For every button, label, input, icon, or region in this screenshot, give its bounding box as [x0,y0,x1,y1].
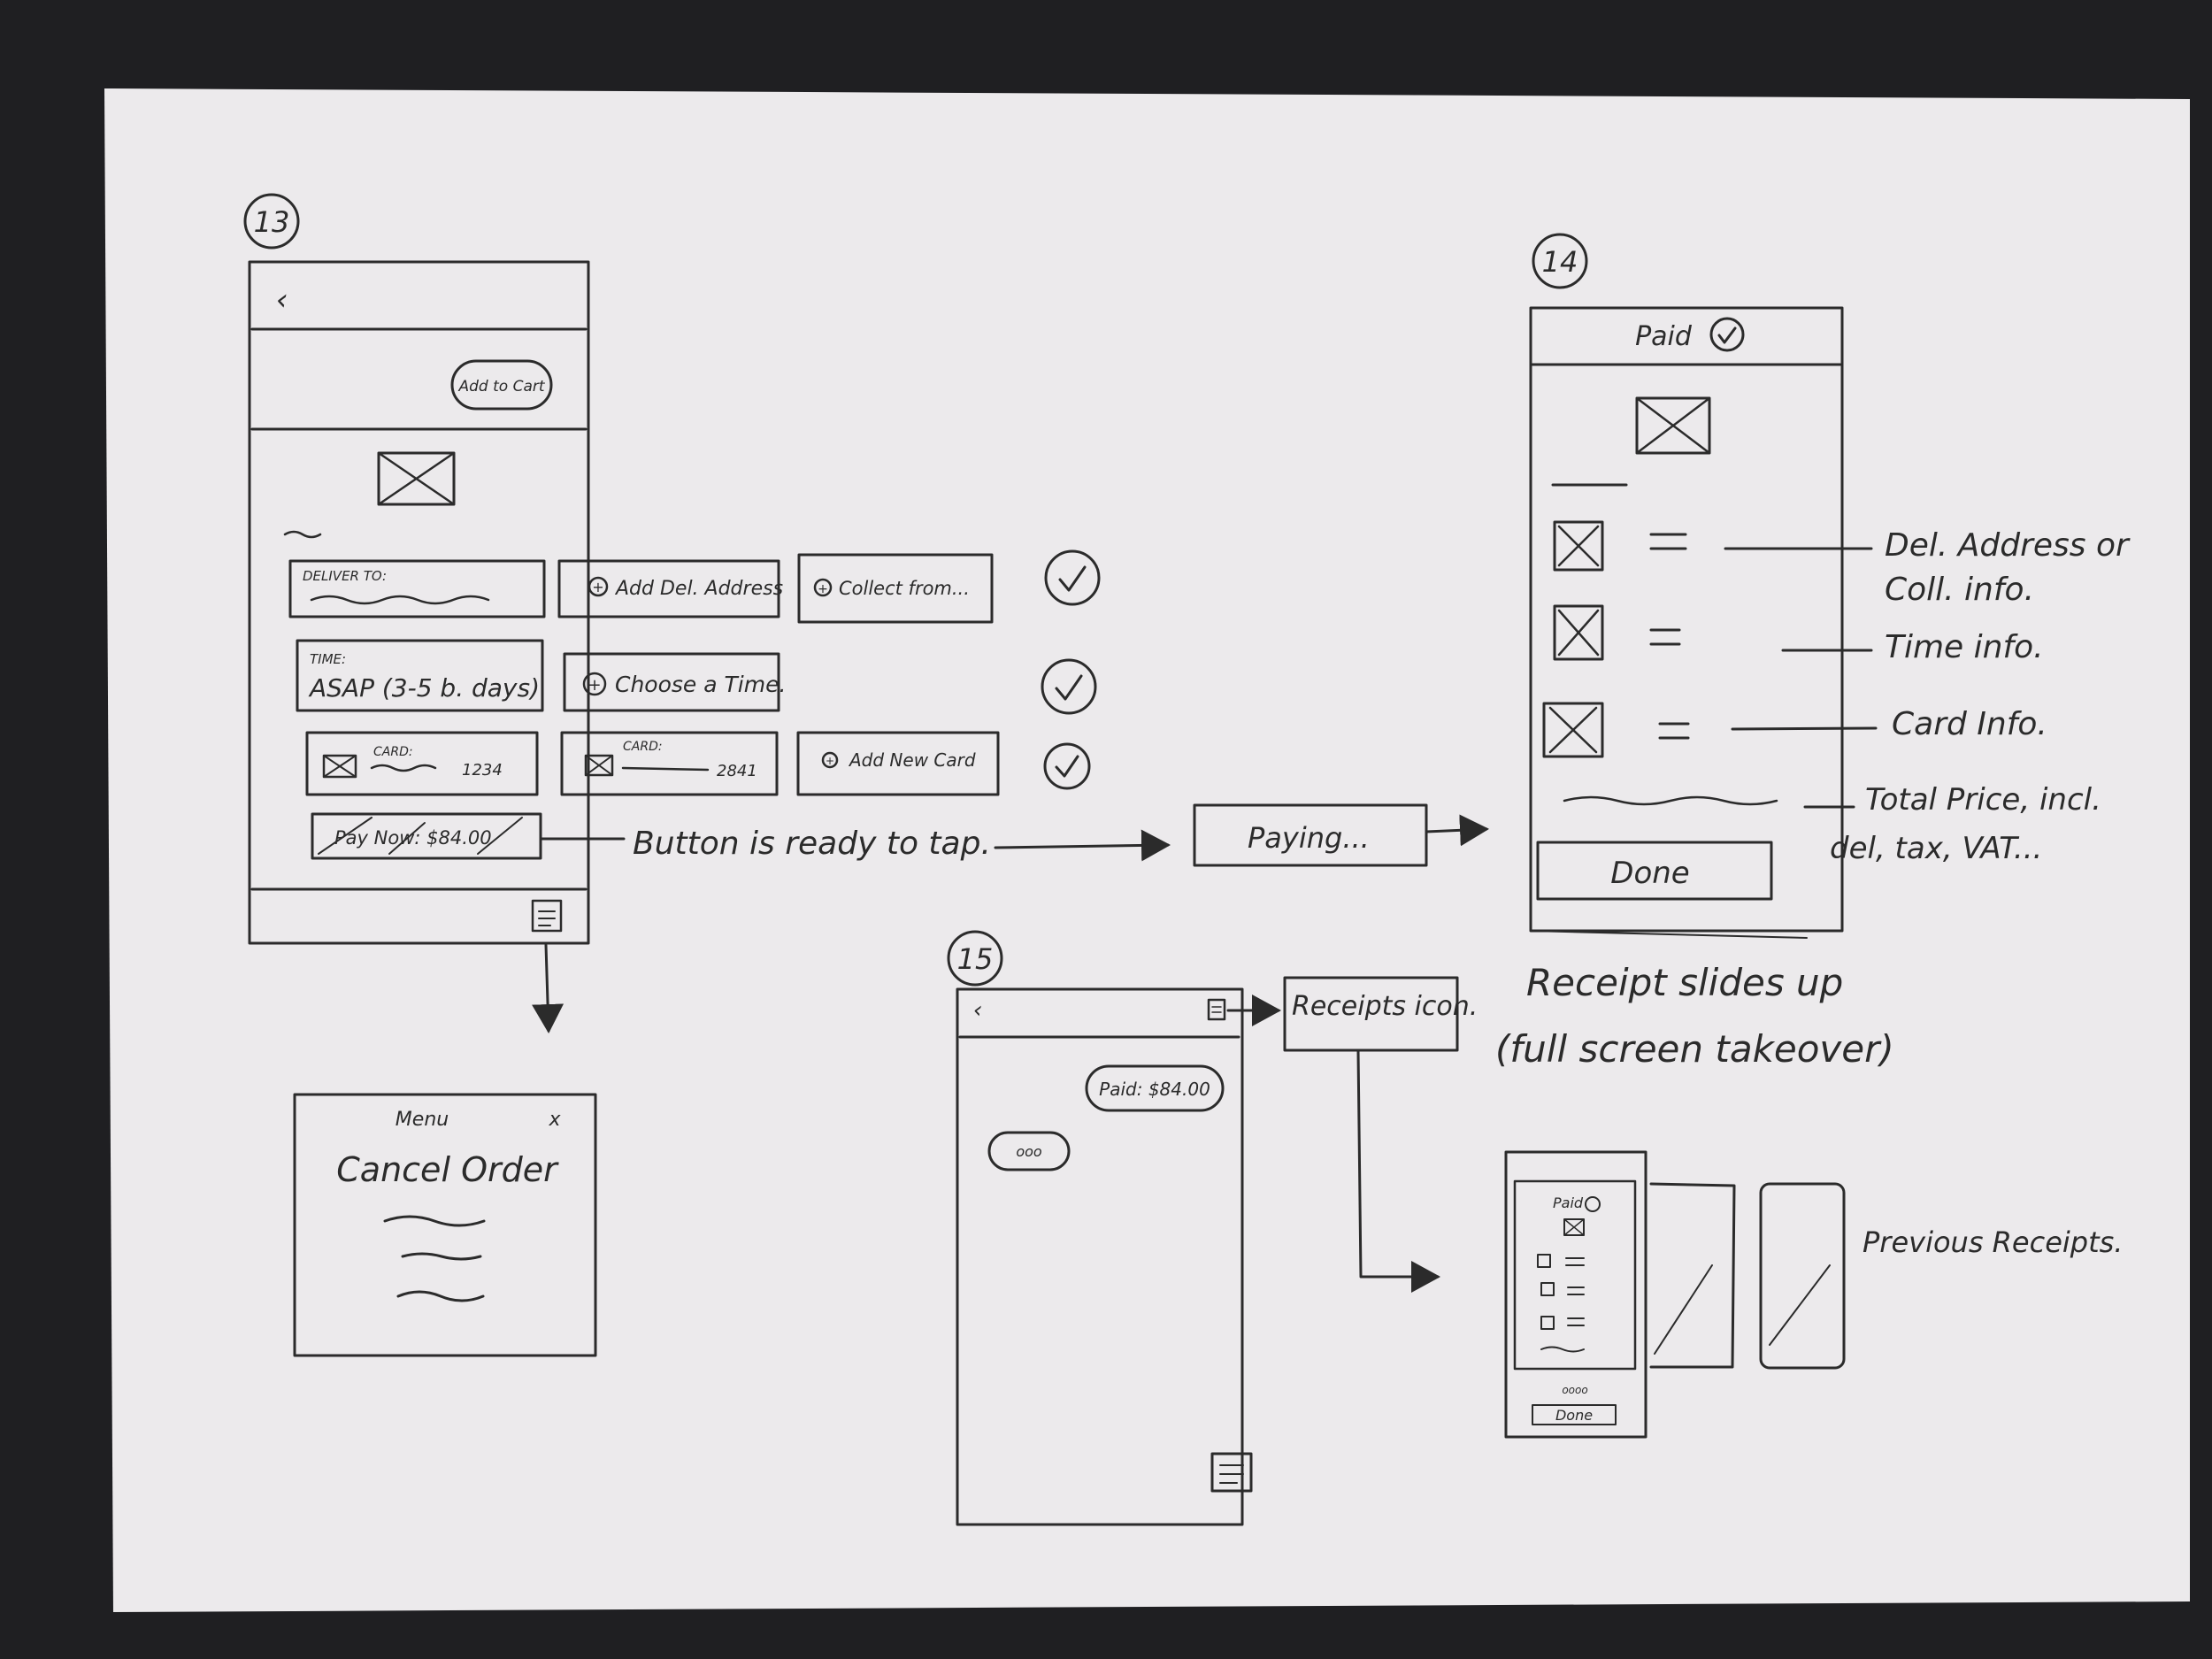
card-image-placeholder [322,754,357,779]
typing-bubble [987,1131,1071,1171]
receipt-slides-annotation-2: (full screen takeover) [1495,1027,1894,1071]
total-price-line [1563,795,1778,806]
done-label: Done [1610,856,1689,891]
screen-15-number: 15 [957,942,994,976]
screen-13-number: 13 [254,205,290,239]
pay-now-label: Pay Now: $84.00 [334,827,492,849]
receipts-icon[interactable] [1210,1452,1253,1493]
total-price-annotation-1: Total Price, incl. [1865,782,2101,818]
svg-text:+: + [592,579,603,595]
card-1-number: 1234 [462,761,503,780]
done-button[interactable]: Done [1536,841,1773,901]
add-new-card-label: Add New Card [848,749,976,771]
previous-receipt-card[interactable] [1759,1182,1846,1370]
mini-paid-label: Paid [1553,1194,1584,1211]
button-ready-annotation: Button is ready to tap. [633,826,991,862]
time-label: TIME: [310,651,346,667]
pay-now-button[interactable] [311,812,542,860]
previous-receipts-annotation: Previous Receipts. [1863,1225,2123,1259]
add-to-cart-label: Add to Cart [457,378,545,396]
card-info-row [1542,702,1690,758]
add-del-address-button[interactable] [557,559,780,618]
receipts-icon[interactable] [1207,998,1226,1021]
check-circle-icon [1709,317,1745,352]
time-info-row [1553,604,1681,661]
card-2841-option[interactable] [560,731,779,796]
card-2-number: 2841 [717,762,757,780]
screen-13: 13 ‹ Add to Cart DELIVER TO: + Add Del. … [243,193,1101,945]
coll-info-annotation: Coll. info. [1885,572,2034,608]
back-chevron-icon[interactable]: ‹ [276,282,288,318]
paid-bubble-label: Paid: $84.00 [1099,1079,1210,1100]
del-address-annotation: Del. Address or [1885,527,2131,564]
delivery-info-row [1553,520,1687,572]
plus-icon [582,672,607,696]
mini-pager-dots: oooo [1562,1384,1587,1396]
screen-15-frame [956,987,1244,1526]
menu-item-placeholder[interactable] [401,1252,482,1261]
svg-text:+: + [588,676,601,695]
choose-time-button[interactable] [563,652,780,712]
paid-chat-bubble [1085,1064,1225,1112]
card-2-label: CARD: [623,740,663,754]
time-value: ASAP (3-5 b. days) [308,673,540,703]
time-field[interactable] [296,639,544,712]
receipts-icon[interactable] [531,899,563,933]
screen-14-number: 14 [1542,245,1578,279]
menu-item-placeholder[interactable] [383,1215,486,1227]
check-circle-icon [1041,658,1097,715]
plus-icon [821,751,839,769]
card-1234-option[interactable] [305,731,539,796]
product-image-placeholder [377,451,456,506]
svg-text:+: + [826,755,834,767]
menu-frame [293,1093,597,1357]
menu-item-placeholder[interactable] [396,1290,485,1302]
total-price-annotation-2: del, tax, VAT... [1830,831,2042,866]
card-image-placeholder [584,754,614,777]
add-del-address-label: Add Del. Address [614,578,783,600]
close-icon[interactable]: x [548,1109,561,1131]
typing-indicator: ooo [1016,1143,1042,1160]
deliver-to-label: DELIVER TO: [303,568,387,584]
paid-title: Paid [1635,321,1693,352]
mini-done-label: Done [1555,1407,1593,1424]
previous-receipt-card[interactable] [1649,1182,1736,1369]
screen-14: 14 Paid [1529,233,1844,939]
deliver-to-field[interactable] [288,559,546,618]
plus-icon [813,578,833,597]
screen-13-frame [248,260,590,945]
menu-title: Menu [396,1109,449,1131]
screen-15-number-circle [947,930,1003,987]
screen-14-number-circle [1532,233,1588,289]
check-circle-icon [1044,549,1101,606]
receipt-carousel: Paid oooo Done [1504,1150,1846,1439]
check-circle-icon [1043,742,1091,790]
add-to-cart-button[interactable] [450,359,553,411]
choose-time-label: Choose a Time. [615,672,786,697]
paying-state-button: Paying... [1193,803,1428,867]
time-info-annotation: Time info. [1885,629,2044,665]
current-receipt-card[interactable] [1504,1150,1647,1439]
menu-overlay: Menu x Cancel Order [293,1093,597,1357]
screen-13-number-circle [243,193,300,250]
collect-from-label: Collect from... [839,578,970,599]
card-1-label: CARD: [373,745,413,759]
cancel-order-item[interactable]: Cancel Order [336,1150,559,1189]
svg-text:+: + [818,582,828,596]
product-image-placeholder [1635,396,1711,455]
screen-15: 15 ‹ Paid: $84.00 ooo [947,930,1253,1526]
card-info-annotation: Card Info. [1892,706,2047,742]
plus-icon [588,576,609,597]
back-chevron-icon[interactable]: ‹ [973,997,982,1024]
receipts-icon-callout [1283,976,1459,1052]
receipt-slides-annotation-1: Receipt slides up [1526,961,1843,1004]
collect-from-button[interactable] [797,553,994,624]
paying-label: Paying... [1248,821,1370,855]
add-new-card-button[interactable] [796,731,1000,796]
screen-14-frame [1529,306,1844,933]
receipts-icon-annotation: Receipts icon. [1292,991,1478,1022]
